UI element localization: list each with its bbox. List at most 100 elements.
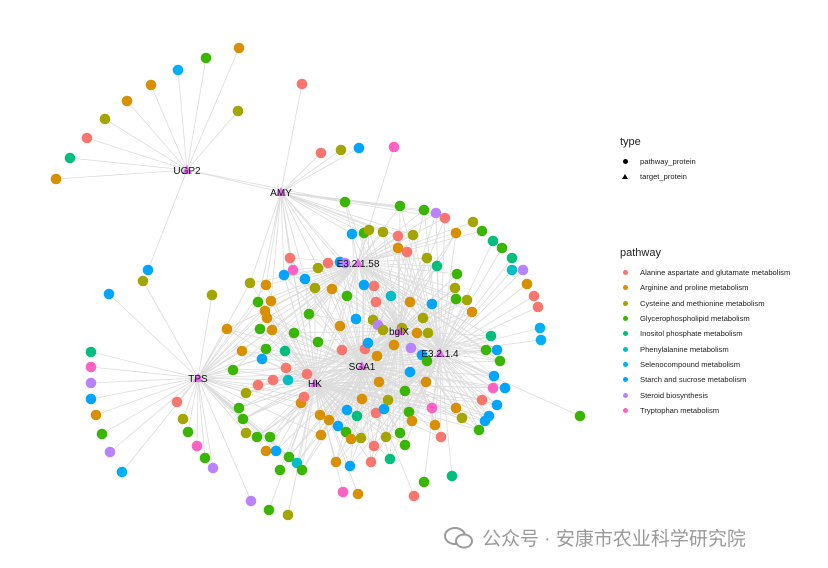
pathway-protein-node — [426, 298, 438, 310]
edge — [357, 262, 424, 319]
pathway-protein-node — [431, 260, 443, 272]
pathway-protein-node — [116, 466, 128, 478]
pathway-protein-node — [339, 196, 351, 208]
edge — [439, 352, 490, 417]
edge — [355, 262, 359, 320]
edge — [280, 191, 346, 264]
edge — [197, 377, 247, 434]
legend-label: Cysteine and methionine metabolism — [640, 298, 765, 308]
edge — [265, 191, 282, 286]
pathway-protein-node — [491, 399, 503, 411]
pathway-protein-node — [221, 323, 233, 335]
target-label: E3.2.1.4 — [421, 349, 459, 360]
edge — [69, 157, 188, 171]
pathway-protein-node — [346, 228, 358, 240]
pathway-protein-node — [296, 464, 308, 476]
edge — [197, 377, 322, 436]
pathway-protein-node — [274, 464, 286, 476]
pathway-protein-node — [392, 242, 404, 254]
legend-pathway: pathway Alanine aspartate and glutamate … — [620, 247, 790, 418]
edge — [270, 262, 359, 302]
pathway-protein-node — [282, 509, 294, 521]
edge — [439, 352, 494, 389]
edge — [269, 330, 400, 438]
pathway-protein-node — [506, 252, 518, 264]
pathway-protein-node — [267, 374, 279, 386]
edge — [314, 382, 322, 436]
edge — [314, 382, 372, 463]
pathway-protein-node — [301, 368, 313, 380]
pathway-protein-node — [476, 394, 488, 406]
pathway-protein-node — [461, 294, 473, 306]
pathway-protein-node — [266, 324, 278, 336]
edge — [280, 191, 319, 269]
edge — [314, 382, 351, 467]
pathway-protein-node — [121, 95, 133, 107]
pathway-protein-node — [528, 290, 540, 302]
target-protein-node — [435, 348, 445, 357]
edge — [182, 377, 199, 420]
edge — [256, 382, 316, 438]
edge — [280, 191, 401, 207]
edge — [197, 377, 277, 452]
edge — [361, 329, 384, 367]
pathway-protein-node — [200, 52, 212, 64]
edge — [357, 262, 473, 313]
edges — [55, 47, 581, 516]
edge — [280, 191, 414, 236]
target-label: bglX — [389, 327, 409, 338]
target-label: AMY — [270, 188, 292, 199]
edge — [357, 262, 384, 331]
legend-item: Starch and sucrose metabolism — [620, 372, 790, 387]
edge — [109, 377, 199, 453]
pathway-protein-node — [479, 415, 491, 427]
pathway-protein-node — [404, 296, 416, 308]
pathway-protein-node — [517, 264, 529, 276]
circle-icon — [622, 159, 628, 165]
edge — [398, 311, 473, 332]
pathway-protein-node — [299, 273, 311, 285]
pathway-protein-node — [353, 142, 365, 154]
color-swatch-icon — [622, 316, 628, 322]
edge — [280, 152, 322, 193]
pathway-protein-node — [466, 306, 478, 318]
triangle-icon — [622, 174, 628, 180]
edge — [341, 262, 359, 351]
edge — [439, 352, 486, 422]
edge — [287, 382, 316, 516]
edge — [314, 262, 359, 289]
edge — [90, 377, 199, 384]
pathway-protein-node — [373, 376, 385, 388]
edge — [357, 262, 403, 329]
edge — [249, 191, 282, 284]
pathway-protein-node — [237, 413, 249, 425]
edge — [186, 169, 346, 203]
edge — [357, 262, 374, 321]
edge — [187, 377, 199, 433]
edge — [439, 352, 480, 431]
pathway-protein-node — [254, 323, 266, 335]
edge — [439, 339, 542, 354]
edge — [375, 301, 441, 354]
pathway-protein-node — [260, 445, 272, 457]
edge — [90, 366, 199, 379]
pathway-protein-node — [287, 264, 299, 276]
pathway-protein-node — [476, 225, 488, 237]
pathway-protein-node — [378, 403, 390, 415]
edge — [368, 229, 400, 332]
edge — [331, 288, 363, 367]
pathway-protein-node — [404, 366, 416, 378]
pathway-protein-node — [177, 413, 189, 425]
pathway-protein-node — [344, 460, 356, 472]
pathway-protein-node — [191, 440, 203, 452]
edge — [439, 217, 446, 354]
legend-type-title: type — [620, 136, 641, 148]
edge — [280, 191, 370, 231]
target-label: HK — [308, 379, 322, 390]
edge — [241, 262, 359, 352]
pathway-protein-node — [480, 344, 492, 356]
pathway-protein-node — [426, 402, 438, 414]
pathway-protein-node — [405, 342, 417, 354]
pathway-protein-node — [345, 433, 357, 445]
edge — [357, 262, 456, 289]
